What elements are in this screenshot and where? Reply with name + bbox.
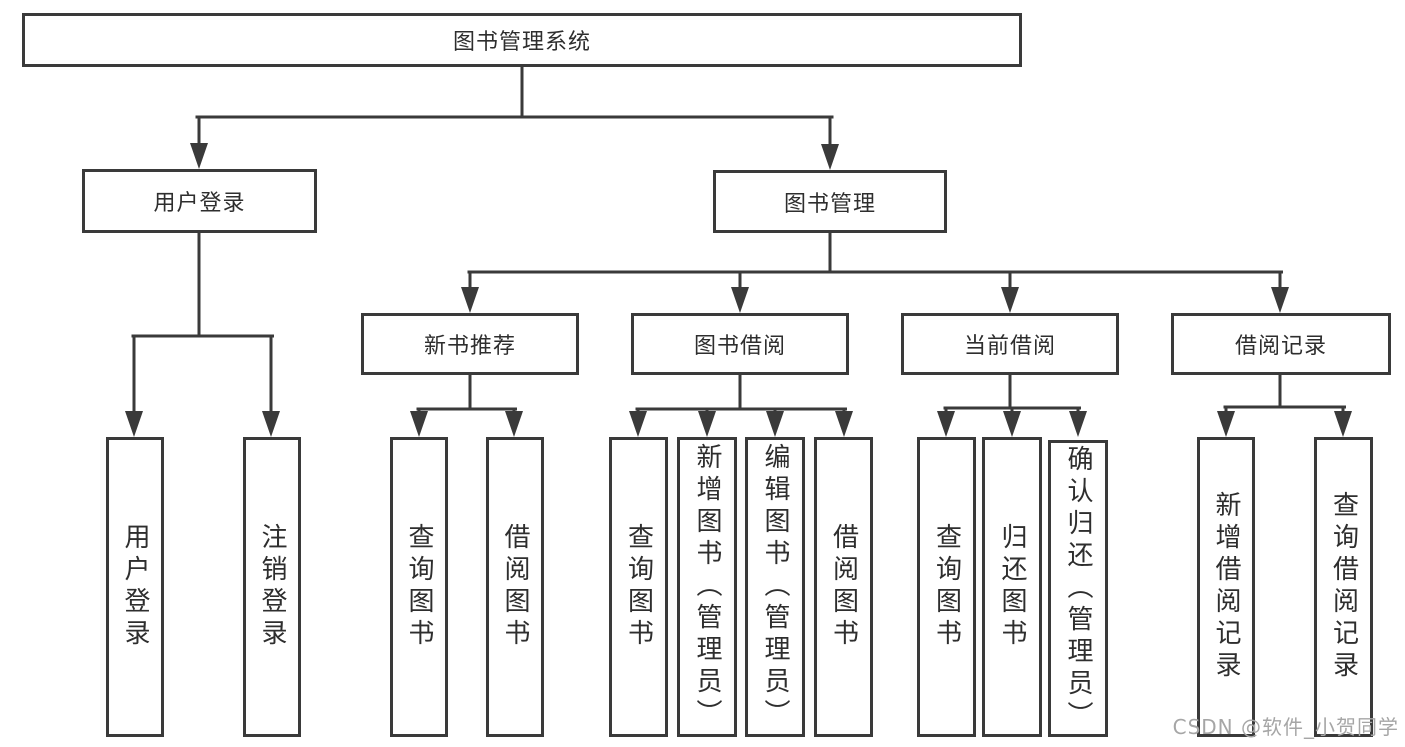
node-root: 图书管理系统 bbox=[22, 13, 1022, 67]
leaf-query-book-1-label: 查询图书 bbox=[404, 523, 434, 651]
leaf-confirm-return-admin: 确认归还（管理员） bbox=[1048, 440, 1108, 737]
leaf-logout-label: 注销登录 bbox=[257, 523, 287, 651]
leaf-query-borrow-record-label: 查询借阅记录 bbox=[1328, 491, 1359, 683]
node-book-borrow-label: 图书借阅 bbox=[693, 334, 786, 359]
leaf-query-book-3-label: 查询图书 bbox=[931, 523, 962, 651]
leaf-return-book-label: 归还图书 bbox=[997, 523, 1027, 651]
node-book-management: 图书管理 bbox=[713, 170, 947, 233]
leaf-add-borrow-record: 新增借阅记录 bbox=[1197, 437, 1255, 737]
node-new-book-recommend: 新书推荐 bbox=[361, 313, 579, 375]
leaf-query-book-2: 查询图书 bbox=[609, 437, 668, 737]
leaf-return-book: 归还图书 bbox=[982, 437, 1042, 737]
leaf-borrow-book-1: 借阅图书 bbox=[486, 437, 544, 737]
node-new-book-recommend-label: 新书推荐 bbox=[423, 334, 516, 359]
node-user-login-label: 用户登录 bbox=[153, 191, 246, 216]
node-borrow-record-label: 借阅记录 bbox=[1234, 334, 1327, 359]
arrowheads bbox=[125, 143, 1352, 437]
leaf-borrow-book-2-label: 借阅图书 bbox=[828, 523, 859, 651]
node-book-borrow: 图书借阅 bbox=[631, 313, 849, 375]
leaf-add-book-admin: 新增图书（管理员） bbox=[677, 437, 737, 737]
node-root-label: 图书管理系统 bbox=[452, 30, 591, 55]
leaf-user-login: 用户登录 bbox=[106, 437, 164, 737]
node-user-login: 用户登录 bbox=[82, 169, 317, 233]
leaf-query-borrow-record: 查询借阅记录 bbox=[1314, 437, 1373, 737]
node-current-borrow: 当前借阅 bbox=[901, 313, 1119, 375]
leaf-confirm-return-admin-label: 确认归还（管理员） bbox=[1063, 444, 1093, 733]
leaf-edit-book-admin: 编辑图书（管理员） bbox=[745, 437, 805, 737]
leaf-add-book-admin-label: 新增图书（管理员） bbox=[692, 443, 722, 731]
leaf-user-login-label: 用户登录 bbox=[120, 523, 150, 651]
leaf-query-book-1: 查询图书 bbox=[390, 437, 448, 737]
leaf-logout: 注销登录 bbox=[243, 437, 301, 737]
leaf-borrow-book-1-label: 借阅图书 bbox=[500, 523, 530, 651]
node-current-borrow-label: 当前借阅 bbox=[963, 334, 1056, 359]
leaf-query-book-2-label: 查询图书 bbox=[623, 523, 654, 651]
node-book-management-label: 图书管理 bbox=[783, 191, 876, 217]
leaf-borrow-book-2: 借阅图书 bbox=[814, 437, 873, 737]
node-borrow-record: 借阅记录 bbox=[1171, 313, 1391, 375]
leaf-edit-book-admin-label: 编辑图书（管理员） bbox=[760, 443, 790, 731]
leaf-query-book-3: 查询图书 bbox=[917, 437, 976, 737]
watermark: CSDN @软件_小贺同学 bbox=[1172, 715, 1399, 739]
leaf-add-borrow-record-label: 新增借阅记录 bbox=[1211, 491, 1241, 683]
